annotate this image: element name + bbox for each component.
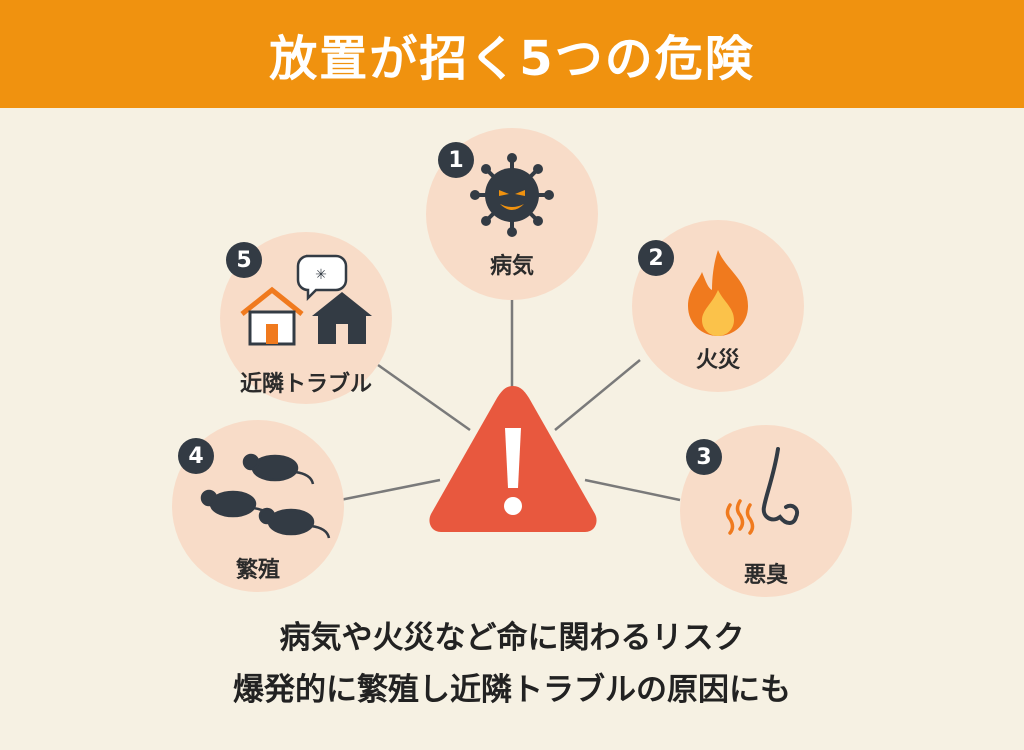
number-badge: 4 xyxy=(178,438,214,474)
risk-item-disease: 1 病気 xyxy=(426,128,598,300)
risk-item-odor: 3 悪臭 xyxy=(680,425,852,597)
houses-angry-icon: ✳ xyxy=(240,254,372,346)
item-label: 火災 xyxy=(695,348,740,373)
nose-odor-icon xyxy=(725,447,799,535)
risk-item-fire: 2 火災 xyxy=(632,220,804,392)
item-label: 悪臭 xyxy=(743,563,788,588)
risk-item-neighbor-trouble: 5 ✳ 近隣トラブル xyxy=(220,232,392,404)
number-badge: 3 xyxy=(686,439,722,475)
header-banner: 放置が招く5つの危険 xyxy=(0,0,1024,108)
number-badge: 5 xyxy=(226,242,262,278)
number-badge: 1 xyxy=(438,142,474,178)
svg-text:✳: ✳ xyxy=(315,267,327,283)
warning-icon xyxy=(429,386,597,532)
item-label: 病気 xyxy=(489,254,534,279)
virus-icon xyxy=(470,153,554,237)
item-label: 近隣トラブル xyxy=(239,372,372,397)
page-title: 放置が招く5つの危険 xyxy=(269,31,755,87)
summary-line-1: 病気や火災など命に関わるリスク xyxy=(279,620,745,656)
summary-text: 病気や火災など命に関わるリスク 爆発的に繁殖し近隣トラブルの原因にも xyxy=(0,612,1024,716)
summary-line-2: 爆発的に繁殖し近隣トラブルの原因にも xyxy=(233,672,791,708)
mice-icon xyxy=(200,453,331,539)
item-label: 繁殖 xyxy=(235,558,280,583)
fire-icon xyxy=(688,250,748,336)
risk-item-breeding: 4 繁殖 xyxy=(172,420,344,592)
number-badge: 2 xyxy=(638,240,674,276)
